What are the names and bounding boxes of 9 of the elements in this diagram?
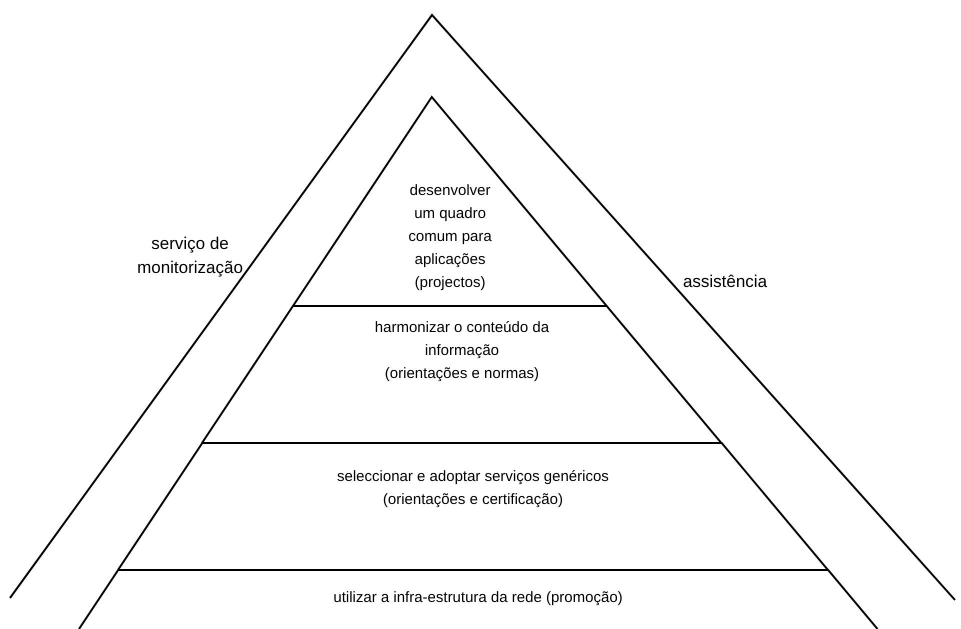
tier-label: (orientações e normas) bbox=[384, 364, 540, 384]
tier-label: (projectos) bbox=[414, 273, 486, 293]
side-label: assistência bbox=[682, 271, 768, 293]
tier-label: harmonizar o conteúdo da informação bbox=[374, 318, 550, 361]
tier-label: (orientações e certificação) bbox=[382, 490, 564, 510]
tier-label: utilizar a infra-estrutura da rede (promoção) bbox=[332, 588, 624, 608]
tier-label: seleccionar e adoptar serviços genéricos bbox=[336, 467, 610, 487]
side-label: serviço de monitorização bbox=[136, 233, 244, 279]
tier-label: desenvolver um quadro comum para aplicações bbox=[407, 181, 493, 270]
